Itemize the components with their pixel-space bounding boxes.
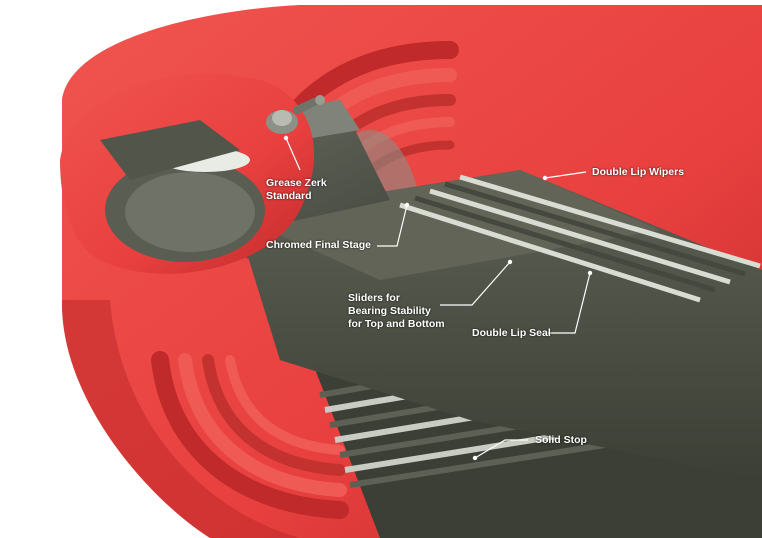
callout-grease-zerk-standard: Grease Zerk Standard xyxy=(266,177,327,203)
callout-sliders: Sliders for Bearing Stability for Top an… xyxy=(348,292,445,331)
rod-eye-cut-block xyxy=(100,120,240,180)
callout-double-lip-seal: Double Lip Seal xyxy=(472,327,551,340)
red-housing-shadow xyxy=(61,300,300,538)
callout-double-lip-wipers-text: Double Lip Wipers xyxy=(592,166,685,178)
callout-double-lip-wipers: Double Lip Wipers xyxy=(592,166,684,179)
rod-eye-hole-inner xyxy=(125,172,255,252)
callout-chromed-final-stage: Chromed Final Stage xyxy=(266,239,371,252)
leader-solid-stop xyxy=(474,439,528,459)
callout-leaders xyxy=(285,137,591,459)
callout-grease-zerk-line-1: Grease Zerk xyxy=(266,177,327,189)
lower-nested-rings xyxy=(151,351,349,519)
leader-double-lip-seal xyxy=(548,272,591,334)
callout-solid-stop: Solid Stop xyxy=(535,434,587,447)
piston-top-face xyxy=(235,170,660,280)
upper-slider-layers xyxy=(399,174,761,303)
leader-chromed-final-stage xyxy=(377,204,408,247)
grease-zerk-fitting xyxy=(266,95,325,134)
callout-grease-zerk-line-2: Standard xyxy=(266,190,312,202)
callout-double-lip-seal-text: Double Lip Seal xyxy=(472,327,551,339)
leader-double-lip-wipers xyxy=(544,171,587,179)
callout-chromed-final-stage-text: Chromed Final Stage xyxy=(266,239,372,251)
callout-sliders-line-2: Bearing Stability xyxy=(348,305,431,317)
callout-solid-stop-text: Solid Stop xyxy=(535,434,587,446)
leader-sliders xyxy=(440,261,511,306)
callout-sliders-line-1: Sliders for xyxy=(348,292,400,304)
leader-grease-zerk xyxy=(285,137,301,171)
callout-sliders-line-3: for Top and Bottom xyxy=(348,318,445,330)
